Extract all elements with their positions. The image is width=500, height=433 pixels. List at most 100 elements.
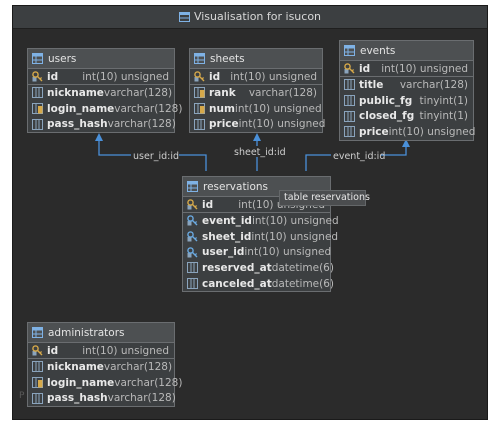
column-name: id [47, 70, 59, 83]
table-icon [194, 53, 205, 64]
index-column-icon [32, 103, 43, 115]
edge-label-event: event_id:id [333, 151, 385, 162]
column-type: datetime(6) [271, 277, 335, 290]
column-icon [187, 262, 198, 274]
column-name: rank [209, 86, 236, 99]
column-type: varchar(128) [103, 360, 173, 373]
table-header[interactable]: administrators [28, 323, 174, 343]
primary-key-icon [32, 71, 43, 82]
diagram-icon [178, 12, 190, 22]
column-row[interactable]: closed_fg tinyint(1) [340, 108, 473, 124]
index-column-icon [194, 103, 205, 115]
table-name: users [48, 52, 77, 65]
foreign-key-icon [187, 246, 198, 258]
column-type: int(10) unsigned [82, 70, 169, 83]
table-name: events [360, 44, 396, 57]
column-icon [344, 110, 355, 122]
column-name: nickname [47, 360, 104, 373]
column-icon [32, 392, 43, 404]
column-name: num [209, 102, 235, 115]
edge-label-sheet: sheet_id:id [234, 147, 286, 158]
column-name: login_name [47, 102, 115, 115]
column-name: public_fg [359, 94, 413, 107]
column-icon [344, 95, 355, 107]
column-type: varchar(128) [107, 392, 176, 405]
column-type: int(10) unsigned [251, 214, 339, 227]
column-type: varchar(128) [107, 118, 176, 131]
table-name: reservations [203, 180, 269, 193]
column-type: int(10) unsigned [238, 118, 326, 131]
column-type: int(10) unsigned [251, 230, 339, 243]
column-type: tinyint(1) [419, 110, 468, 123]
column-type: int(10) unsigned [381, 62, 468, 75]
column-type: varchar(128) [103, 86, 173, 99]
column-name: sheet_id [202, 230, 252, 243]
column-type: int(10) unsigned [230, 70, 317, 83]
column-name: login_name [47, 376, 115, 389]
table-header[interactable]: events [340, 41, 473, 61]
column-name: id [209, 70, 221, 83]
index-column-icon [194, 87, 205, 99]
title-bar: Visualisation for isucon [13, 6, 487, 29]
column-icon [32, 87, 43, 99]
column-icon [344, 79, 355, 91]
table-name: sheets [210, 52, 245, 65]
primary-key-icon [187, 199, 198, 210]
column-icon [344, 126, 355, 138]
table-header[interactable]: users [28, 49, 174, 69]
column-name: pass_hash [47, 392, 108, 405]
column-type: int(10) unsigned [244, 246, 332, 259]
column-name: canceled_at [202, 277, 272, 290]
column-name: nickname [47, 86, 104, 99]
diagram-window: Visualisation for isucon user_id:id shee… [12, 5, 488, 420]
column-name: id [202, 198, 214, 211]
column-row[interactable]: id int(10) unsigned [28, 69, 174, 85]
column-type: varchar(128) [114, 102, 183, 115]
column-type: tinyint(1) [419, 94, 468, 107]
faint-caption: P [19, 391, 25, 401]
index-column-icon [32, 377, 43, 389]
tooltip: table reservations [279, 190, 370, 206]
column-name: user_id [202, 246, 245, 259]
arrow-users [95, 133, 103, 141]
column-name: closed_fg [359, 110, 415, 123]
column-type: int(10) unsigned [388, 125, 476, 138]
column-row[interactable]: id int(10) unsigned [190, 69, 322, 85]
primary-key-icon [32, 345, 43, 356]
column-row[interactable]: public_fg tinyint(1) [340, 93, 473, 109]
arrow-events [402, 139, 410, 147]
window-title: Visualisation for isucon [193, 10, 322, 23]
table-icon [32, 53, 43, 64]
relations-layer: user_id:id sheet_id:id event_id:id [95, 133, 410, 171]
primary-key-icon [194, 71, 205, 82]
column-name: price [209, 118, 239, 131]
column-type: datetime(6) [271, 261, 334, 274]
foreign-key-icon [187, 215, 198, 226]
table-icon [187, 181, 198, 192]
column-name: reserved_at [202, 261, 272, 274]
table-header[interactable]: sheets [190, 49, 322, 69]
column-name: title [359, 78, 384, 91]
